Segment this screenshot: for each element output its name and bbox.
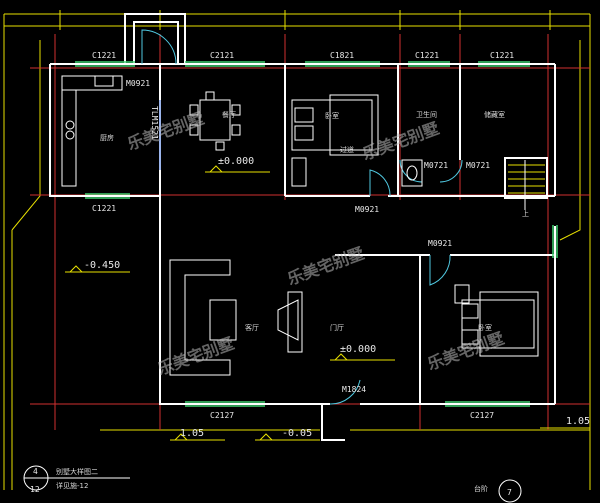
door-label-vertical: TLM1521 xyxy=(150,106,159,140)
title-right-num: 7 xyxy=(507,488,512,497)
window-label: C2127 xyxy=(470,411,494,420)
level-labels: ±0.000 ±0.000 -0.450 1.05 -0.05 1.05 xyxy=(84,156,590,439)
room-label-hall: 门厅 xyxy=(330,323,344,332)
window-label: C1821 xyxy=(330,51,354,60)
bed-1 xyxy=(291,94,379,187)
door-label: M0721 xyxy=(466,161,490,170)
room-label-kitchen: 厨房 xyxy=(100,133,114,142)
level-markers xyxy=(65,165,590,441)
watermark: 乐美宅别墅 xyxy=(285,244,367,289)
level-label: -0.450 xyxy=(84,260,120,271)
room-label-toilet: 卫生间 xyxy=(416,110,437,119)
watermark: 乐美宅别墅 xyxy=(155,334,237,379)
dimension-frame xyxy=(3,13,591,490)
title-num-bottom: 12 xyxy=(30,485,40,494)
door-label: M0921 xyxy=(355,205,379,214)
title-num-top: 4 xyxy=(33,467,38,476)
stair-label: 上 xyxy=(522,209,529,218)
watermark: 乐美宅别墅 xyxy=(425,329,507,374)
level-label: ±0.000 xyxy=(340,344,376,355)
sofa-set xyxy=(169,259,303,376)
door-labels: M0921 M0721 M0721 M0921 M0921 M1824 TLM1… xyxy=(126,79,490,394)
door-label: M0921 xyxy=(126,79,150,88)
window-label: C1221 xyxy=(490,51,514,60)
doors xyxy=(141,29,463,405)
room-label-bedroom2: 卧室 xyxy=(478,323,492,332)
stair-steps xyxy=(508,160,545,210)
window-label: C1221 xyxy=(92,51,116,60)
kitchen-fixtures xyxy=(61,75,123,187)
room-label-passage: 过道 xyxy=(340,145,354,154)
door-label: M1824 xyxy=(342,385,366,394)
axis-lines xyxy=(30,34,590,430)
dining-table xyxy=(189,91,241,151)
door-label: M0721 xyxy=(424,161,448,170)
bed-2 xyxy=(454,284,539,357)
axis-bubbles xyxy=(23,465,522,503)
title-line2: 详见施-12 xyxy=(56,481,88,490)
window-label: C1221 xyxy=(92,204,116,213)
title-block: 4 12 别墅大样图二 详见施-12 台阶 7 xyxy=(30,467,512,497)
room-label-bedroom1: 卧室 xyxy=(325,111,339,120)
watermark: 乐美宅别墅 xyxy=(125,109,207,154)
window-label: C2121 xyxy=(210,51,234,60)
level-label: 1.05 xyxy=(566,416,590,427)
room-label-living: 客厅 xyxy=(245,323,259,332)
level-label: -0.05 xyxy=(282,428,312,439)
windows xyxy=(75,61,558,407)
dim-ticks xyxy=(59,10,551,30)
door-label: M0921 xyxy=(428,239,452,248)
room-label-dining: 餐厅 xyxy=(222,110,236,119)
level-label: 1.05 xyxy=(180,428,204,439)
room-label-storage: 储藏室 xyxy=(484,110,505,119)
walls xyxy=(49,13,556,441)
level-label: ±0.000 xyxy=(218,156,254,167)
title-line1: 别墅大样图二 xyxy=(56,467,98,476)
window-labels: C1221 C2121 C1821 C1221 C1221 C1221 C212… xyxy=(92,51,514,420)
title-right-text: 台阶 xyxy=(474,484,488,493)
window-label: C2127 xyxy=(210,411,234,420)
toilet-fixtures xyxy=(401,159,423,187)
room-labels: 厨房 餐厅 卧室 过道 卫生间 储藏室 客厅 门厅 卧室 xyxy=(100,110,505,332)
window-label: C1221 xyxy=(415,51,439,60)
